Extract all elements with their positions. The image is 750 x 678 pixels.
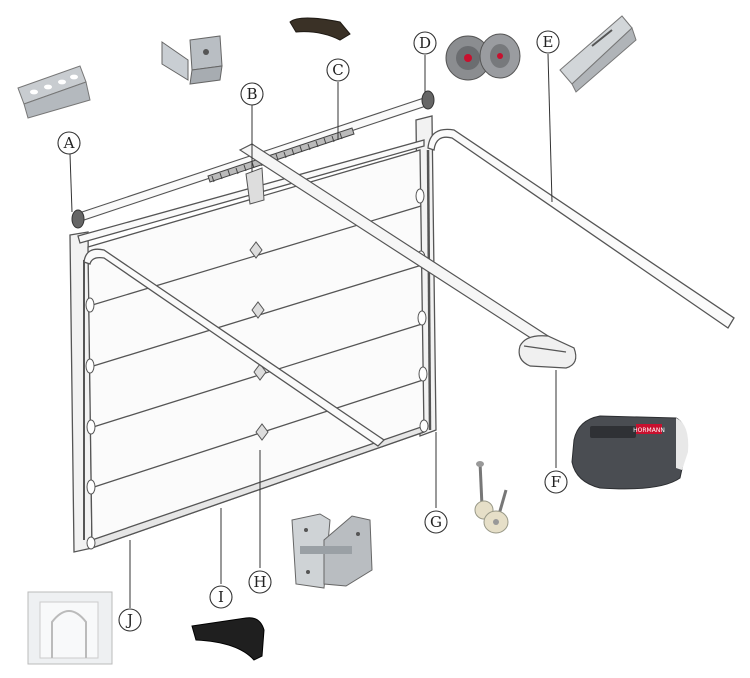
callout-F: F [544, 470, 568, 494]
cable-drum-icon [445, 33, 521, 81]
svg-text:E: E [543, 33, 554, 51]
svg-text:J: J [125, 611, 133, 629]
callout-D: D [413, 31, 437, 55]
left-cable-drum [71, 209, 85, 229]
perforated-angle-icon [17, 65, 91, 119]
svg-text:G: G [430, 513, 442, 531]
callout-I: I [209, 585, 233, 609]
track-section-icon [559, 15, 637, 93]
svg-text:B: B [246, 85, 257, 103]
bracket-icon [161, 35, 223, 85]
opener-rail [238, 143, 577, 369]
svg-text:H: H [253, 573, 266, 591]
panel-texture-icon [27, 591, 113, 665]
torsion-spring-icon [289, 17, 351, 41]
callout-J: J [118, 608, 142, 632]
svg-text:I: I [218, 588, 224, 606]
svg-text:HORMANN: HORMANN [633, 427, 665, 434]
center-bracket [245, 167, 265, 205]
callout-A: A [57, 131, 81, 155]
door-opener-motor-icon: HORMANN [571, 415, 689, 490]
roller-wheel-icon [474, 461, 509, 534]
svg-text:F: F [551, 473, 561, 491]
torsion-spring [207, 127, 355, 183]
svg-text:C: C [332, 61, 343, 79]
center-hinges [249, 241, 269, 441]
callout-G: G [424, 510, 448, 534]
callout-B: B [240, 82, 264, 106]
hinge-icon [291, 513, 373, 589]
callout-C: C [326, 58, 350, 82]
callout-H: H [248, 570, 272, 594]
right-cable-drum [421, 90, 435, 110]
callout-E: E [536, 30, 560, 54]
horizontal-tracks [83, 128, 735, 447]
svg-text:A: A [63, 134, 75, 152]
leader-lines [69, 53, 557, 608]
bottom-seal-icon [191, 617, 265, 661]
svg-text:D: D [419, 34, 431, 52]
